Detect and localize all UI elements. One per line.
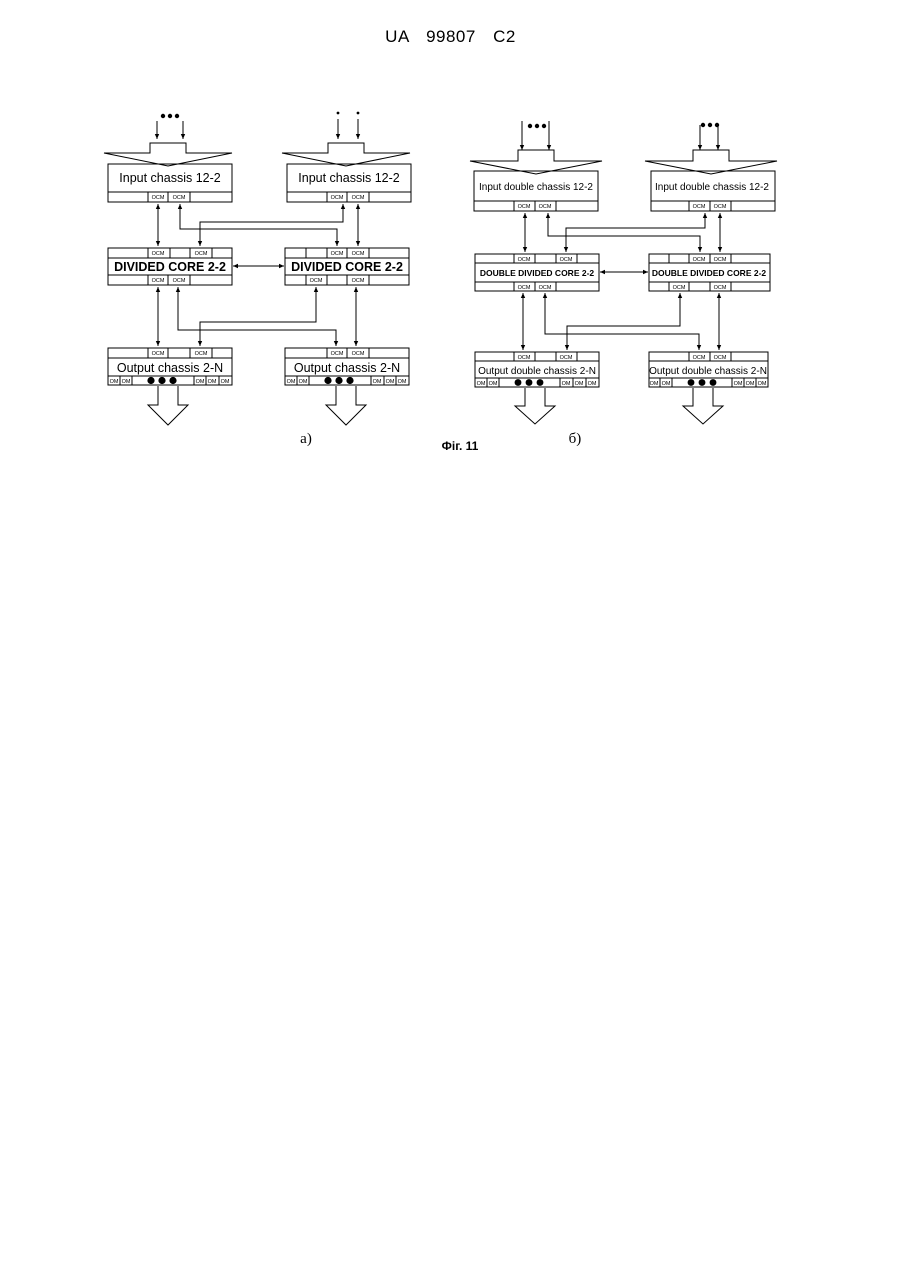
port-label: OCM xyxy=(714,355,727,361)
port-label: OCM xyxy=(518,204,531,210)
port-label: OCM xyxy=(693,355,706,361)
port-label: OM xyxy=(208,379,217,385)
port-label: OCM xyxy=(560,355,573,361)
port-label: OCM xyxy=(195,251,208,257)
label-double-core-right: DOUBLE DIVIDED CORE 2-2 xyxy=(652,268,767,278)
port-label: OCM xyxy=(173,278,186,284)
input-arrow-right xyxy=(282,143,410,166)
subfigure-label-a: а) xyxy=(300,431,312,447)
port-label: OCM xyxy=(331,351,344,357)
label-input-double-chassis-right: Input double chassis 12-2 xyxy=(655,182,769,193)
port-label: OCM xyxy=(714,204,727,210)
input-arrow-b-right xyxy=(645,150,777,174)
port-label: OCM xyxy=(714,285,727,291)
output-arrow-right xyxy=(326,386,366,425)
port-label: OM xyxy=(489,381,498,387)
port-label: OM xyxy=(477,381,486,387)
port-label: OM xyxy=(588,381,597,387)
port-label: OCM xyxy=(152,351,165,357)
port-label: OM xyxy=(287,379,296,385)
port-label: OCM xyxy=(195,351,208,357)
port-label: OCM xyxy=(518,355,531,361)
label-input-chassis-left: Input chassis 12-2 xyxy=(119,171,220,185)
label-input-double-chassis-left: Input double chassis 12-2 xyxy=(479,182,593,193)
port-label: OM xyxy=(196,379,205,385)
port-label: OM xyxy=(122,379,131,385)
label-output-chassis-left: Output chassis 2-N xyxy=(117,361,223,375)
port-label: OM xyxy=(299,379,308,385)
port-label: OCM xyxy=(331,195,344,201)
port-label: OM xyxy=(662,381,671,387)
label-divided-core-left: DIVIDED CORE 2-2 xyxy=(114,260,226,274)
label-input-chassis-right: Input chassis 12-2 xyxy=(298,171,399,185)
label-output-double-chassis-left: Output double chassis 2-N xyxy=(478,366,596,377)
port-label: OCM xyxy=(152,251,165,257)
port-label: OCM xyxy=(152,195,165,201)
port-label: OCM xyxy=(352,278,365,284)
port-label: OM xyxy=(758,381,767,387)
port-label: OCM xyxy=(539,204,552,210)
port-label: OM xyxy=(386,379,395,385)
label-double-core-left: DOUBLE DIVIDED CORE 2-2 xyxy=(480,268,595,278)
port-label: OM xyxy=(398,379,407,385)
port-label: OCM xyxy=(352,351,365,357)
output-arrow-left xyxy=(148,386,188,425)
port-label: OCM xyxy=(560,257,573,263)
output-arrow-b-right xyxy=(683,388,723,424)
port-label: OM xyxy=(373,379,382,385)
figure-caption: Фіг. 11 xyxy=(442,439,479,453)
port-label: OCM xyxy=(693,257,706,263)
port-label: OCM xyxy=(539,285,552,291)
port-label: OCM xyxy=(518,257,531,263)
port-label: OCM xyxy=(310,278,323,284)
port-label: OCM xyxy=(693,204,706,210)
label-divided-core-right: DIVIDED CORE 2-2 xyxy=(291,260,403,274)
port-label: OCM xyxy=(673,285,686,291)
port-label: OCM xyxy=(173,195,186,201)
port-label: OCM xyxy=(518,285,531,291)
port-label: OCM xyxy=(331,251,344,257)
port-label: OCM xyxy=(352,195,365,201)
label-output-double-chassis-right: Output double chassis 2-N xyxy=(649,366,767,377)
subfigure-label-b: б) xyxy=(569,431,582,447)
port-label: OM xyxy=(221,379,230,385)
port-label: OCM xyxy=(152,278,165,284)
output-arrow-b-left xyxy=(515,388,555,424)
input-dots-left xyxy=(161,114,179,118)
port-label: OM xyxy=(650,381,659,387)
port-label: OM xyxy=(575,381,584,387)
input-dots-right xyxy=(337,112,360,115)
port-label: OM xyxy=(746,381,755,387)
port-label: OM xyxy=(562,381,571,387)
port-label: OCM xyxy=(714,257,727,263)
port-label: OCM xyxy=(352,251,365,257)
label-output-chassis-right: Output chassis 2-N xyxy=(294,361,400,375)
port-label: OM xyxy=(110,379,119,385)
input-arrow-b-left xyxy=(470,150,602,174)
port-label: OM xyxy=(734,381,743,387)
input-arrow-left xyxy=(104,143,232,166)
